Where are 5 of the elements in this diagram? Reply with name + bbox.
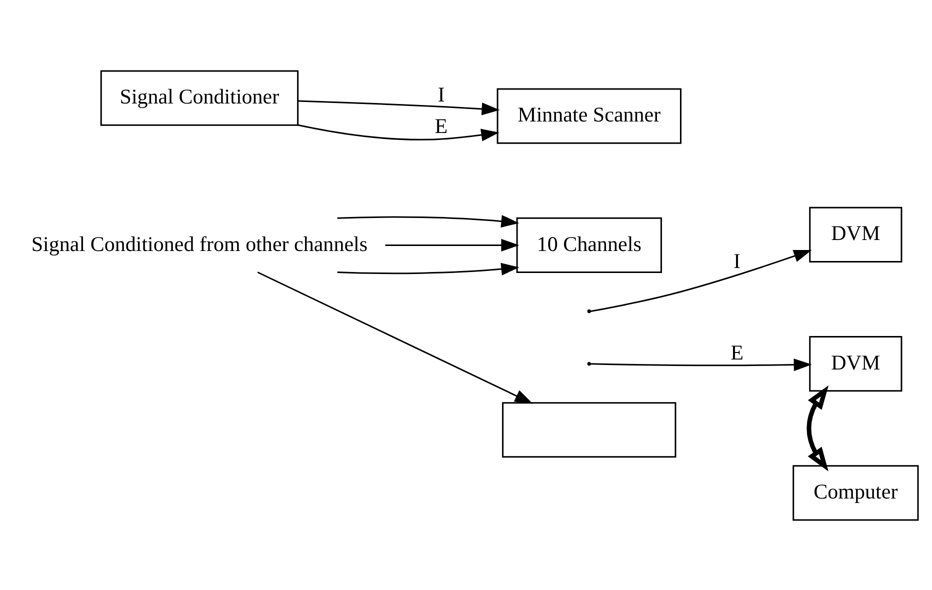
edge-label: E xyxy=(434,113,448,138)
edge-label: I xyxy=(438,82,445,106)
edge-label: I xyxy=(734,248,741,273)
edge-label: E xyxy=(730,340,744,364)
node-text: Signal Conditioned from other channels xyxy=(31,231,368,256)
